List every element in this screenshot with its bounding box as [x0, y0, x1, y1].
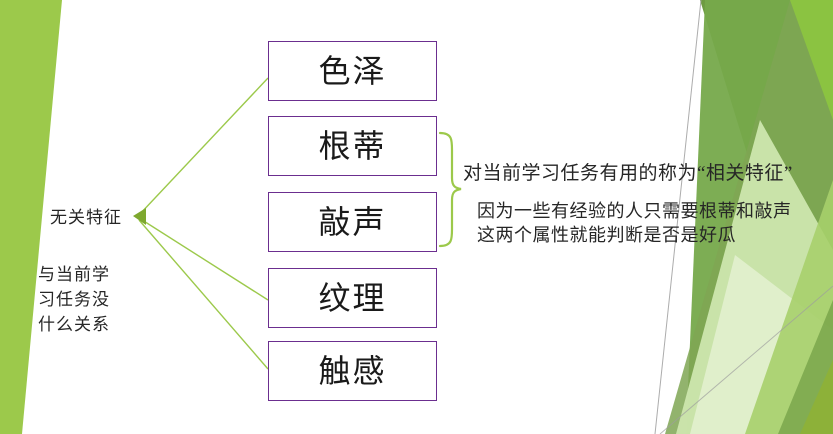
attribute-box-qiaosheng[interactable]: 敲声 [268, 192, 437, 252]
attribute-label: 根蒂 [318, 128, 387, 164]
very-pale-triangle [690, 255, 833, 434]
attribute-label: 触感 [318, 353, 387, 389]
deep-green-sliver [778, 150, 833, 434]
irrelevant-arrowhead-icon [133, 208, 146, 225]
irrelevant-feature-title: 无关特征 [50, 208, 122, 227]
attribute-box-sezer[interactable]: 色泽 [268, 41, 437, 101]
attribute-label: 色泽 [318, 53, 387, 89]
bright-green-triangle [790, 0, 833, 120]
attribute-label: 纹理 [318, 280, 387, 316]
attribute-label: 敲声 [318, 204, 387, 240]
bright-green-corner-triangle [800, 360, 833, 434]
relevant-feature-reason: 因为一些有经验的人只需要根蒂和敲声 这两个属性就能判断是否是好瓜 [477, 201, 792, 245]
attribute-box-wenli[interactable]: 纹理 [268, 268, 437, 328]
attribute-box-chugan[interactable]: 触感 [268, 341, 437, 401]
connector-to-chugan [138, 219, 269, 370]
relevant-feature-note: 对当前学习任务有用的称为“相关特征” [463, 163, 793, 184]
relevant-brace-icon [438, 131, 462, 248]
hairline-stroke-lower [659, 285, 833, 434]
irrelevant-connector-lines [138, 77, 269, 370]
connector-to-wenli [138, 217, 269, 301]
irrelevant-feature-description: 与当前学 习任务没 什么关系 [38, 265, 110, 334]
attribute-box-gendi[interactable]: 根蒂 [268, 116, 437, 176]
connector-to-sezer [138, 77, 269, 216]
